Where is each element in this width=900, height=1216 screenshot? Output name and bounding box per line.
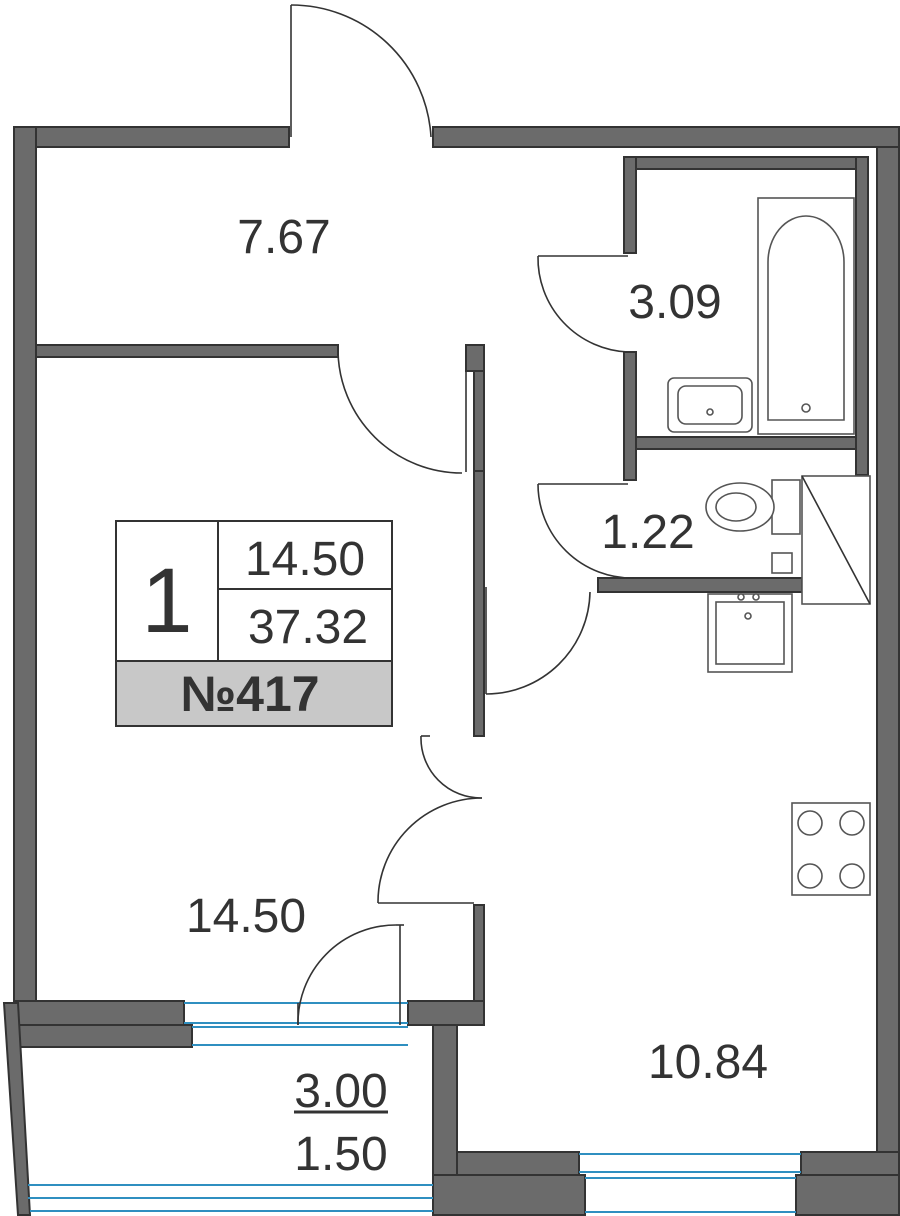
balcony-wall-left-lower	[13, 1024, 193, 1048]
apartment-number: №417	[180, 666, 319, 722]
bath-left-wall-upper	[623, 156, 637, 254]
balcony-right-side	[432, 1024, 458, 1176]
kitchen-area-label: 10.84	[648, 1036, 768, 1089]
kitchen-window	[579, 1153, 801, 1213]
partition-top	[465, 344, 485, 372]
toilet-door	[537, 483, 635, 579]
fixtures	[667, 197, 871, 896]
windows	[28, 1002, 801, 1213]
hall-area-label: 7.67	[237, 211, 330, 264]
floor-drain	[771, 552, 793, 574]
hall-bedroom-wall	[35, 344, 339, 358]
bathroom-area-label: 3.09	[628, 276, 721, 329]
kitchen-bottom-left	[456, 1151, 580, 1176]
room-labels: 7.67 3.09 1.22 14.50 10.84 3.00 1.50	[186, 211, 768, 1181]
kitchen-corner	[795, 1174, 900, 1216]
balcony-slanted-wall	[2, 1002, 32, 1216]
washbasin	[667, 377, 753, 433]
living-area: 14.50	[245, 533, 365, 586]
top-wall-left	[13, 126, 290, 148]
kitchen-bottom-right	[800, 1151, 900, 1176]
bath-top-wall	[623, 156, 869, 170]
bath-right-wall	[855, 156, 869, 476]
bedroom-door	[337, 345, 467, 474]
bathroom-door	[537, 255, 629, 353]
total-area: 37.32	[248, 601, 368, 654]
toilet-bowl	[705, 479, 801, 535]
rooms-count: 1	[141, 550, 192, 652]
number-band	[115, 660, 393, 727]
double-door	[377, 735, 483, 904]
balcony-area-label: 3.00	[294, 1065, 387, 1118]
doors	[290, 4, 635, 1026]
toilet-kitchen-wall	[597, 577, 803, 593]
partition-upper	[473, 370, 485, 472]
apartment-info-box: 1 14.50 37.32 №417	[115, 520, 393, 727]
partition-lower	[473, 904, 485, 1002]
bedroom-area-label: 14.50	[186, 890, 306, 943]
balcony-bottom-right	[432, 1174, 586, 1216]
toilet-area-label: 1.22	[601, 506, 694, 559]
balcony-door	[297, 924, 404, 1026]
bath-left-wall-lower	[623, 351, 637, 481]
top-wall-right	[432, 126, 900, 148]
cooktop	[791, 802, 871, 896]
kitchen-door	[485, 587, 591, 695]
walls	[2, 126, 900, 1216]
partition-mid	[473, 470, 485, 737]
balcony-reduced-area-label: 1.50	[294, 1128, 387, 1181]
balcony-wall-left	[13, 1000, 185, 1026]
balcony-wall-right	[407, 1000, 485, 1026]
right-wall	[876, 146, 900, 1158]
kitchen-sink	[707, 593, 793, 673]
bedroom-window	[184, 1002, 408, 1046]
bath-toilet-wall	[635, 436, 857, 450]
balcony-glazing	[28, 1184, 433, 1212]
left-wall	[13, 126, 37, 1005]
entrance-door	[290, 4, 432, 138]
ventilation-shaft	[801, 475, 871, 605]
bathtub	[757, 197, 855, 435]
